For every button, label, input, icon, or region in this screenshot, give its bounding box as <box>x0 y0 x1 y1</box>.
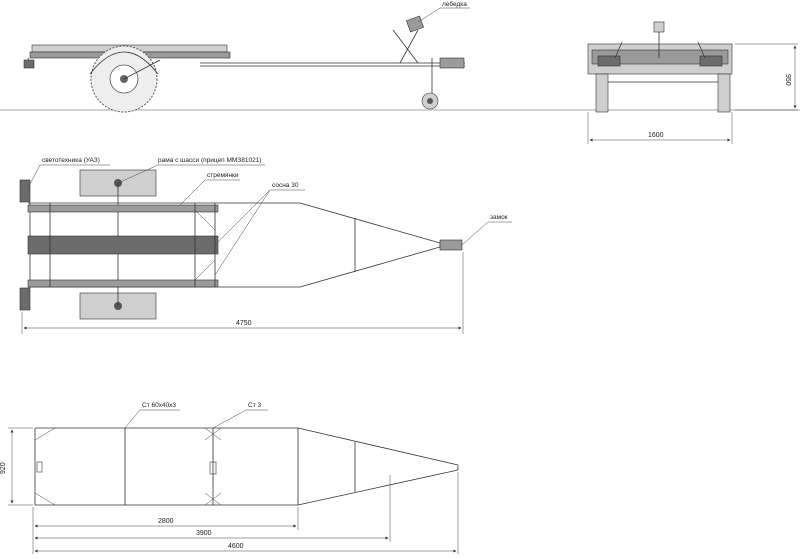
rear-view: 950 1600 <box>587 21 798 144</box>
winch-label: лебедка <box>442 0 467 8</box>
frame-view: 920 Ст 60х40х3 Ст 3 2800 3900 4600 <box>0 402 459 554</box>
jockey-wheel <box>421 58 439 110</box>
winch-stand <box>392 7 470 64</box>
plank-bottom <box>27 279 219 288</box>
pine-label: сосна 30 <box>272 182 299 189</box>
plank-center <box>27 235 219 255</box>
frame-4600-dim: 4600 <box>228 543 244 550</box>
light-left <box>19 179 31 203</box>
frame-3900-dim: 3900 <box>196 530 212 537</box>
top-length-dim: 4750 <box>236 320 252 327</box>
top-view: светотехника (УАЗ) рама с шасси (прицеп … <box>19 157 512 334</box>
side-view: лебедка <box>0 0 800 113</box>
rear-width-dim: 1600 <box>648 132 664 139</box>
stirrups-label: стремянки <box>207 172 239 179</box>
light-right <box>19 287 31 311</box>
lights-label: светотехника (УАЗ) <box>42 157 100 164</box>
lock-label: замок <box>490 214 508 221</box>
steel-profile-label: Ст 60х40х3 <box>142 402 176 409</box>
steel-grade-label: Ст 3 <box>248 402 261 409</box>
plank-top <box>27 204 219 213</box>
chassis-frame-label: рама с шасси (прицеп ММЗ81021) <box>158 157 261 164</box>
frame-2800-dim: 2800 <box>158 518 174 525</box>
frame-width-dim: 920 <box>0 462 7 474</box>
rear-height-dim: 950 <box>784 74 791 86</box>
